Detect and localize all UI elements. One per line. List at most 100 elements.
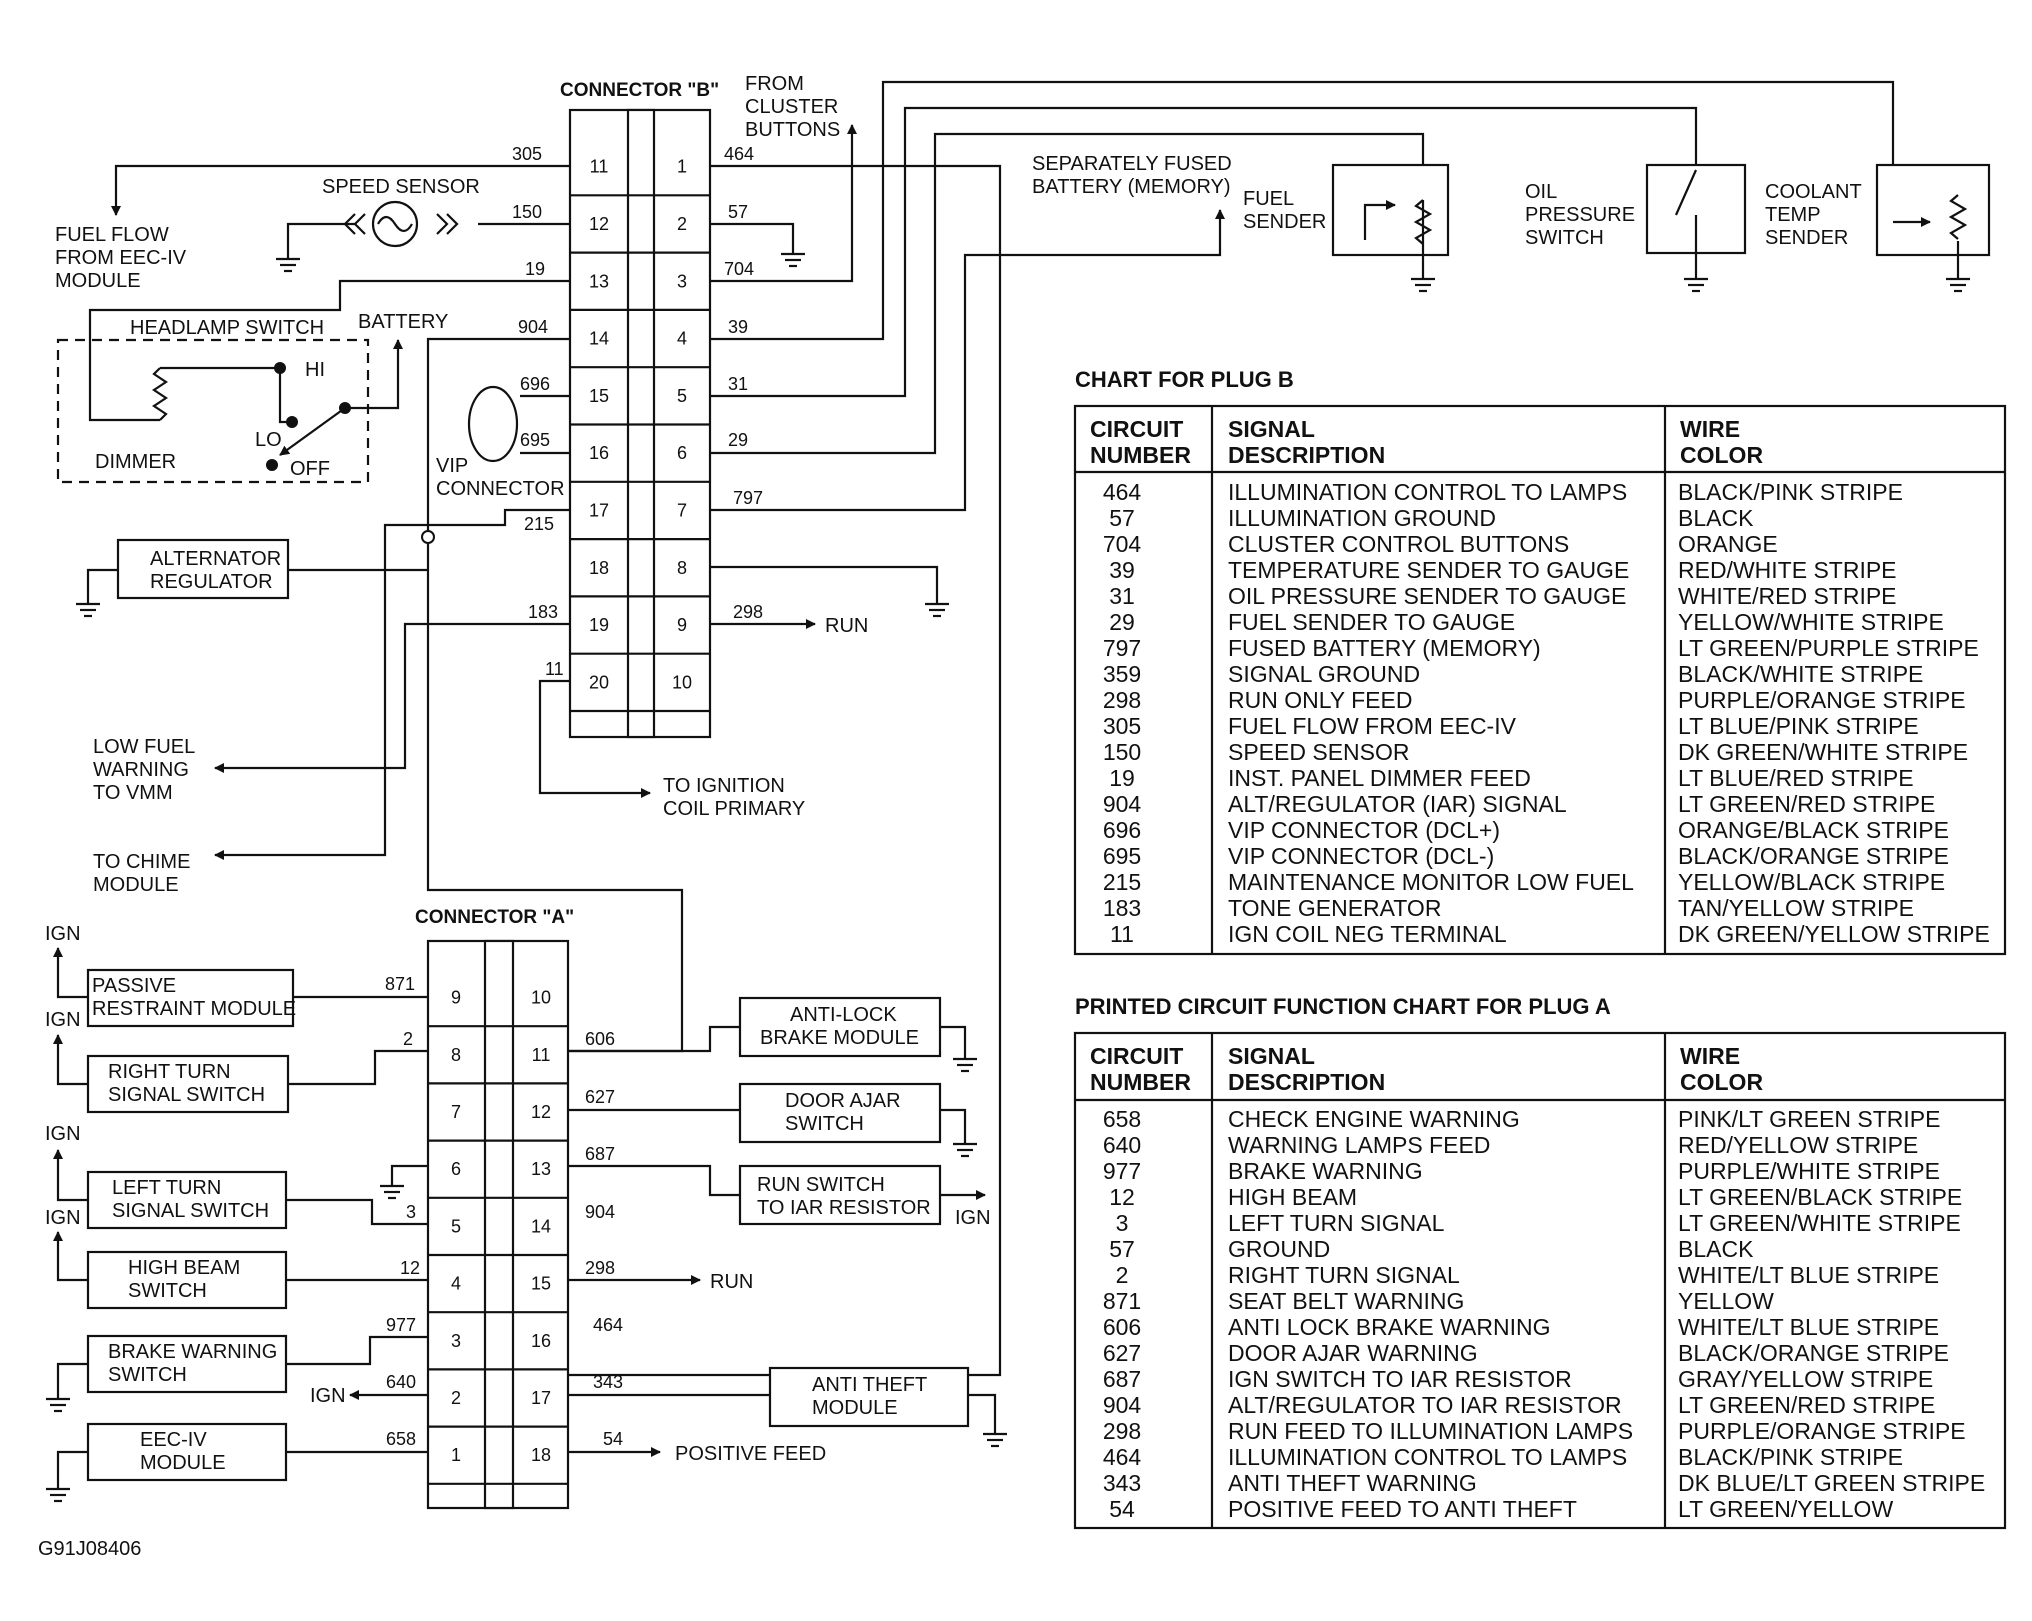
connector-pin: 7 bbox=[677, 500, 687, 520]
right-turn-label: SIGNAL SWITCH bbox=[108, 1084, 265, 1106]
cell-circuit: 11 bbox=[1110, 921, 1134, 947]
anti-lock-label: BRAKE MODULE bbox=[760, 1027, 919, 1049]
cell-circuit: 687 bbox=[1103, 1366, 1141, 1392]
cell-signal: IGN COIL NEG TERMINAL bbox=[1228, 921, 1507, 947]
wire-number: 977 bbox=[386, 1315, 416, 1335]
cell-circuit: 19 bbox=[1109, 765, 1135, 791]
wire-numbers: 305 150 19 904 696 695 215 183 11 464 57… bbox=[385, 144, 763, 1449]
cell-signal: MAINTENANCE MONITOR LOW FUEL bbox=[1228, 869, 1634, 895]
coolant-label: SENDER bbox=[1765, 227, 1848, 249]
fuel-flow-label: MODULE bbox=[55, 270, 141, 292]
cell-circuit: 31 bbox=[1109, 583, 1135, 609]
connector-pin: 10 bbox=[672, 672, 692, 692]
cell-circuit: 183 bbox=[1103, 895, 1141, 921]
chart-a-header: NUMBER bbox=[1090, 1069, 1191, 1095]
cell-color: PURPLE/ORANGE STRIPE bbox=[1678, 687, 1966, 713]
connector-pin: 15 bbox=[589, 386, 609, 406]
vip-label: CONNECTOR bbox=[436, 478, 565, 500]
cell-signal: GROUND bbox=[1228, 1236, 1330, 1262]
high-beam-label: SWITCH bbox=[128, 1280, 207, 1302]
wire-number: 343 bbox=[593, 1372, 623, 1392]
cell-color: YELLOW/WHITE STRIPE bbox=[1678, 609, 1944, 635]
right-turn-label: RIGHT TURN bbox=[108, 1061, 231, 1083]
chart-a-header: DESCRIPTION bbox=[1228, 1069, 1385, 1095]
cell-signal: CHECK ENGINE WARNING bbox=[1228, 1106, 1520, 1132]
speed-sensor-icon bbox=[343, 200, 459, 248]
wire-number: 19 bbox=[525, 259, 545, 279]
cell-signal: VIP CONNECTOR (DCL-) bbox=[1228, 843, 1494, 869]
cell-color: GRAY/YELLOW STRIPE bbox=[1678, 1366, 1933, 1392]
vip-label: VIP bbox=[436, 455, 468, 477]
cell-signal: BRAKE WARNING bbox=[1228, 1158, 1423, 1184]
connector-pin: 11 bbox=[590, 157, 609, 177]
cell-circuit: 704 bbox=[1103, 531, 1142, 557]
chart-a-header: SIGNAL bbox=[1228, 1043, 1315, 1069]
wire-number: 183 bbox=[528, 602, 558, 622]
connector-pin: 18 bbox=[589, 558, 609, 578]
cell-circuit: 305 bbox=[1103, 713, 1141, 739]
cell-signal: ILLUMINATION CONTROL TO LAMPS bbox=[1228, 479, 1627, 505]
hi-label: HI bbox=[305, 359, 325, 381]
run-label: RUN bbox=[825, 615, 868, 637]
cell-signal: ILLUMINATION CONTROL TO LAMPS bbox=[1228, 1444, 1627, 1470]
cell-circuit: 3 bbox=[1116, 1210, 1129, 1236]
wire-number: 464 bbox=[593, 1315, 623, 1335]
connector-pin: 16 bbox=[531, 1331, 551, 1351]
wire-number: 904 bbox=[585, 1202, 615, 1222]
cell-signal: RUN ONLY FEED bbox=[1228, 687, 1412, 713]
cell-color: BLACK/ORANGE STRIPE bbox=[1678, 1340, 1949, 1366]
connector-pin: 2 bbox=[677, 214, 687, 234]
cell-circuit: 57 bbox=[1109, 505, 1135, 531]
sep-fused-label: BATTERY (MEMORY) bbox=[1032, 176, 1231, 198]
cell-signal: ALT/REGULATOR (IAR) SIGNAL bbox=[1228, 791, 1567, 817]
door-ajar-label: DOOR AJAR bbox=[785, 1090, 901, 1112]
run-label: RUN bbox=[710, 1271, 753, 1293]
cell-color: BLACK bbox=[1678, 505, 1754, 531]
connector-b-title: CONNECTOR "B" bbox=[560, 80, 719, 101]
cell-circuit: 696 bbox=[1103, 817, 1141, 843]
wire-number: 54 bbox=[603, 1429, 623, 1449]
wire-number: 797 bbox=[733, 488, 763, 508]
cell-circuit: 627 bbox=[1103, 1340, 1141, 1366]
anti-theft-label: MODULE bbox=[812, 1397, 898, 1419]
cell-color: WHITE/RED STRIPE bbox=[1678, 583, 1897, 609]
ign-label: IGN bbox=[45, 1207, 81, 1229]
fuel-flow-label: FROM EEC-IV bbox=[55, 247, 187, 269]
sep-fused-label: SEPARATELY FUSED bbox=[1032, 153, 1232, 175]
cell-color: RED/WHITE STRIPE bbox=[1678, 557, 1897, 583]
cell-color: BLACK/ORANGE STRIPE bbox=[1678, 843, 1949, 869]
cell-circuit: 695 bbox=[1103, 843, 1141, 869]
cell-circuit: 150 bbox=[1103, 739, 1141, 765]
cell-circuit: 904 bbox=[1103, 1392, 1142, 1418]
connector-pin: 14 bbox=[531, 1216, 551, 1236]
connector-pin: 6 bbox=[451, 1159, 461, 1179]
passive-restraint-box bbox=[86, 968, 295, 1028]
cell-circuit: 797 bbox=[1103, 635, 1141, 661]
dimmer-resistor-icon bbox=[152, 367, 168, 421]
chart-a-header: CIRCUIT bbox=[1090, 1043, 1183, 1069]
battery-label: BATTERY bbox=[358, 311, 448, 333]
connector-pin: 6 bbox=[677, 443, 687, 463]
chart-a-title: PRINTED CIRCUIT FUNCTION CHART FOR PLUG … bbox=[1075, 994, 1611, 1019]
coolant-label: COOLANT bbox=[1765, 181, 1862, 203]
fuel-sender-label: SENDER bbox=[1243, 211, 1326, 233]
chart-a-header: COLOR bbox=[1680, 1069, 1763, 1095]
wire-number: 150 bbox=[512, 202, 542, 222]
passive-restraint-label: PASSIVE bbox=[92, 975, 176, 997]
cell-signal: FUEL SENDER TO GAUGE bbox=[1228, 609, 1515, 635]
cell-signal: TONE GENERATOR bbox=[1228, 895, 1441, 921]
eec-iv-label: MODULE bbox=[140, 1452, 226, 1474]
oil-switch-label: PRESSURE bbox=[1525, 204, 1635, 226]
wire-number: 627 bbox=[585, 1087, 615, 1107]
from-cluster-label: BUTTONS bbox=[745, 119, 840, 141]
cell-signal: TEMPERATURE SENDER TO GAUGE bbox=[1228, 557, 1629, 583]
connector-pin: 12 bbox=[589, 214, 609, 234]
connector-pin: 8 bbox=[451, 1045, 461, 1065]
wire-number: 2 bbox=[403, 1029, 413, 1049]
wire-number: 904 bbox=[518, 317, 548, 337]
connector-pin: 13 bbox=[531, 1159, 551, 1179]
cell-color: LT GREEN/YELLOW bbox=[1678, 1496, 1893, 1522]
